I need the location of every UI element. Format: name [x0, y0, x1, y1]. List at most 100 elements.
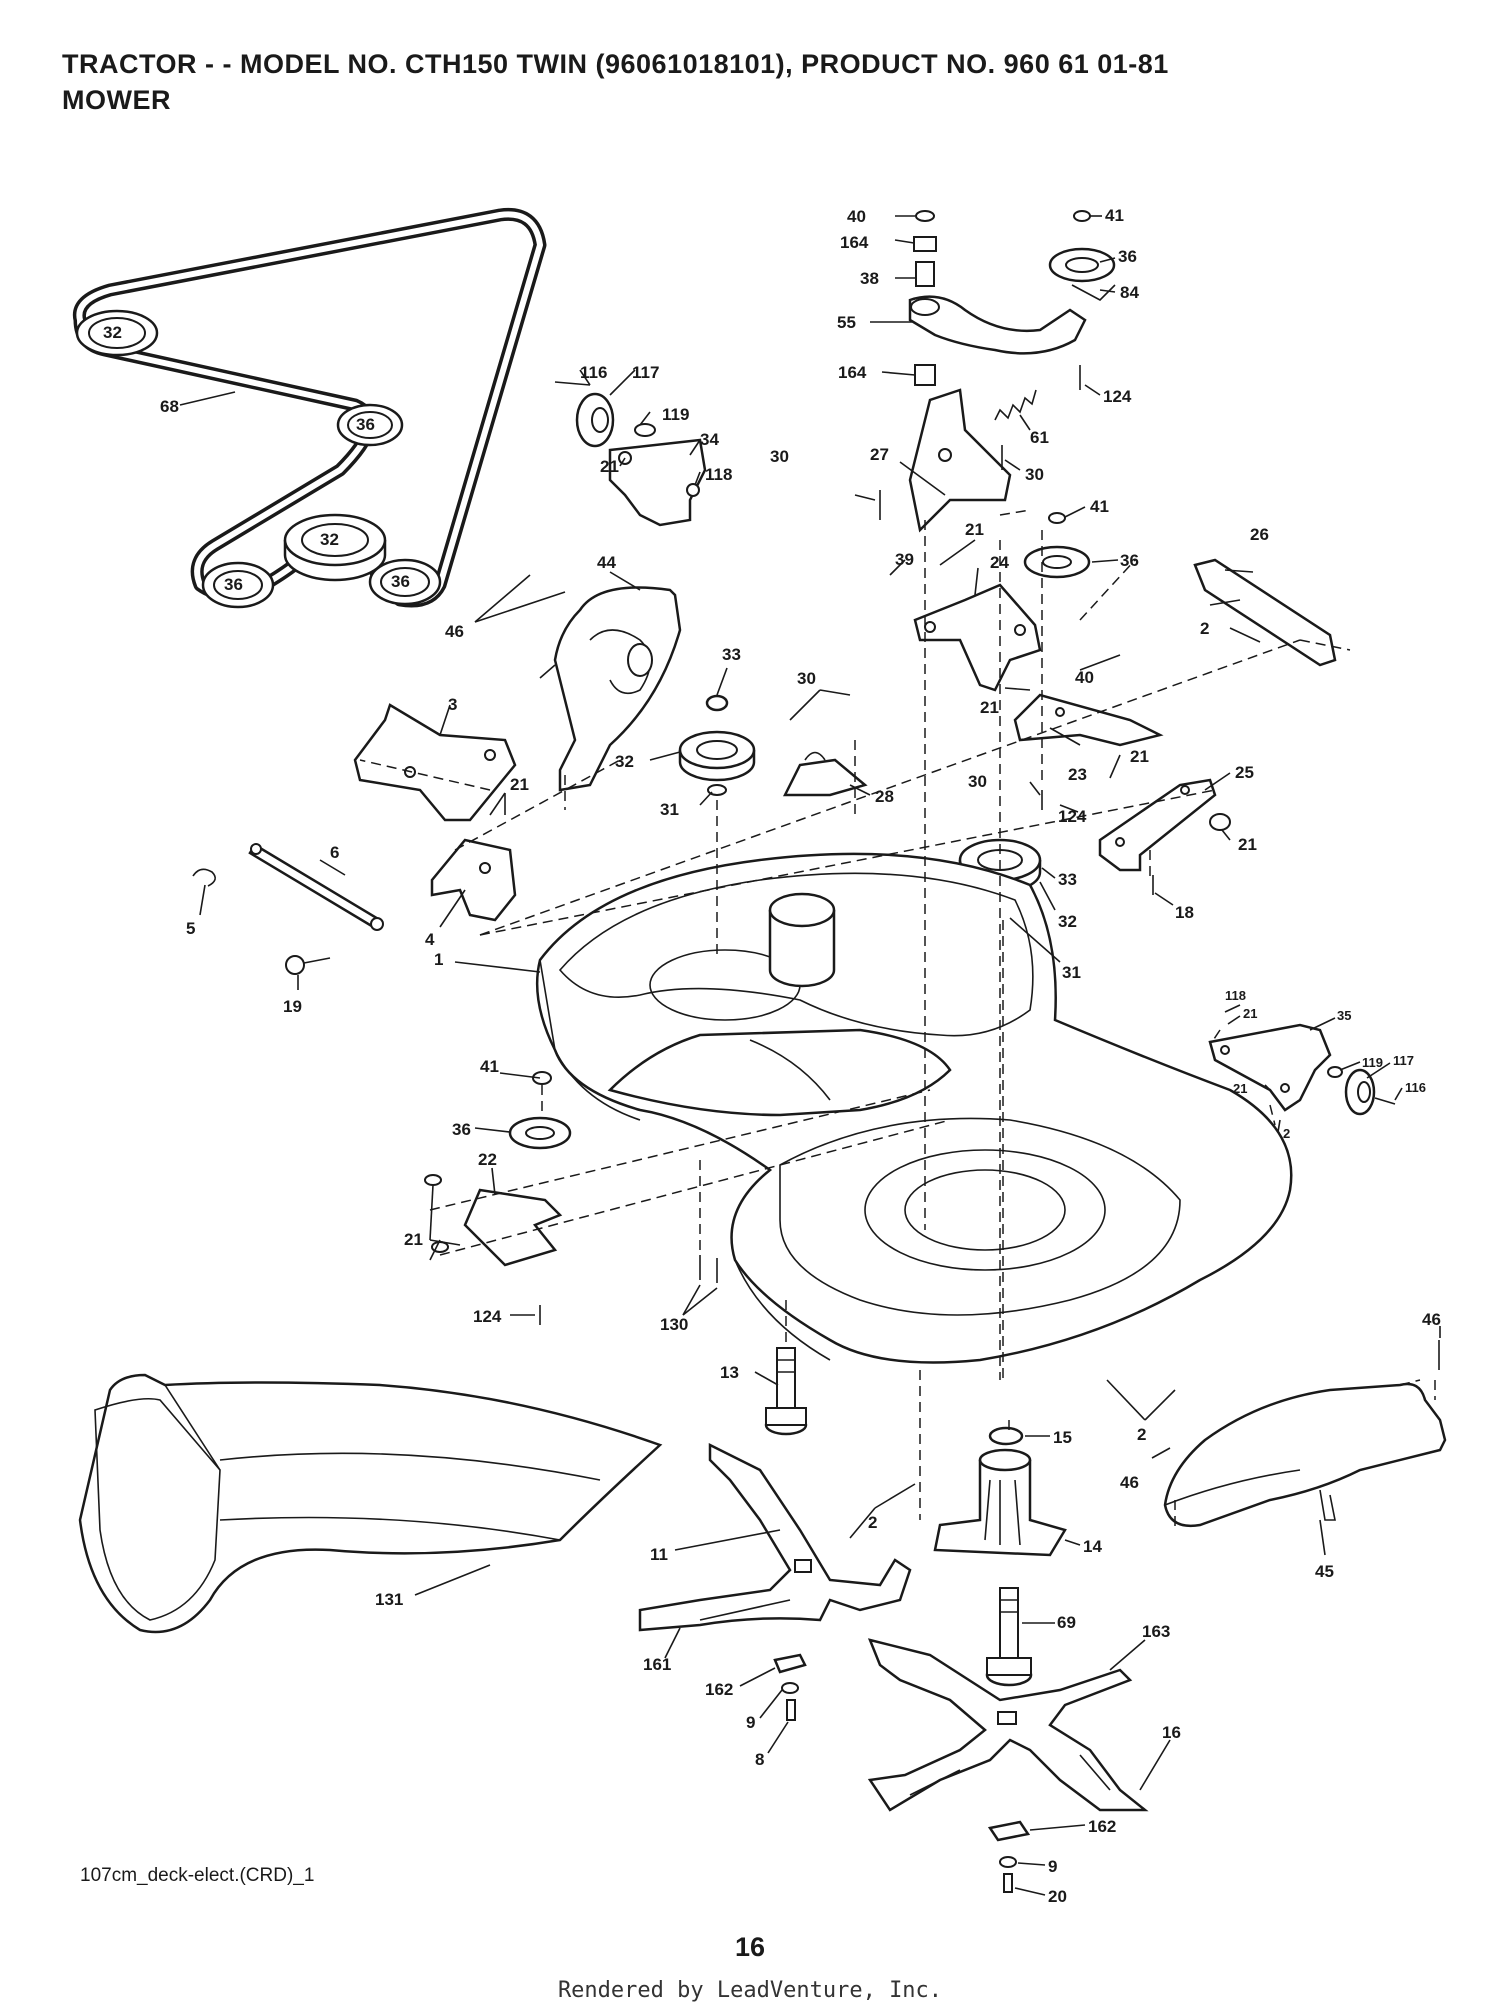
part-callouts: 32 36 32 36 36 68 116 117 119 34 21 118 … [103, 206, 1441, 1906]
part-label: 46 [1120, 1473, 1139, 1492]
part-label: 124 [1058, 807, 1087, 826]
bracket [782, 751, 868, 797]
idler-bracket [913, 583, 1042, 692]
part-label: 36 [391, 572, 410, 591]
part-label: 21 [1233, 1081, 1247, 1096]
support-bracket [1193, 558, 1337, 667]
part-label: 9 [1048, 1857, 1057, 1876]
part-label: 21 [600, 457, 619, 476]
part-label: 162 [705, 1680, 733, 1699]
part-label: 119 [662, 405, 689, 424]
part-label: 24 [990, 553, 1009, 572]
part-label: 163 [1142, 1622, 1170, 1641]
belt-guard [539, 586, 682, 792]
part-label: 45 [1315, 1562, 1334, 1581]
part-label: 2 [1200, 619, 1209, 638]
part-label: 46 [445, 622, 464, 641]
tension-spring [994, 389, 1037, 421]
part-label: 26 [1250, 525, 1269, 544]
bolt [285, 955, 331, 975]
part-label: 9 [746, 1713, 755, 1732]
idler-pulley [508, 1071, 572, 1150]
page-number: 16 [734, 1932, 766, 1962]
part-label: 44 [597, 553, 616, 572]
belt-pulley [283, 513, 387, 582]
part-label: 116 [580, 363, 607, 382]
part-label: 131 [375, 1590, 403, 1609]
part-label: 55 [837, 313, 856, 332]
part-label: 162 [1088, 1817, 1116, 1836]
part-label: 33 [1058, 870, 1077, 889]
drive-belt-assembly [72, 207, 547, 609]
part-label: 30 [968, 772, 987, 791]
spindle-shaft [764, 1347, 808, 1436]
leader-lines [179, 215, 1441, 1896]
idler-plate [1013, 693, 1164, 747]
part-label: 41 [1090, 497, 1109, 516]
part-label: 28 [875, 787, 894, 806]
idler-bracket-right [1208, 1023, 1396, 1116]
part-label: 130 [660, 1315, 688, 1334]
tension-bracket [1098, 778, 1231, 895]
part-label: 30 [797, 669, 816, 688]
part-label: 31 [660, 800, 679, 819]
idler-pivot-stack [913, 210, 937, 386]
part-label: 36 [224, 575, 243, 594]
idler-pulley [1023, 512, 1091, 579]
part-label: 2 [1283, 1126, 1290, 1141]
part-label: 124 [1103, 387, 1132, 406]
link-rod [192, 843, 384, 931]
spindle-shaft [985, 1587, 1033, 1687]
part-label: 68 [160, 397, 179, 416]
part-label: 21 [1238, 835, 1257, 854]
part-label: 21 [510, 775, 529, 794]
part-label: 21 [980, 698, 999, 717]
part-label: 11 [650, 1545, 668, 1564]
idler-bracket-left [554, 381, 707, 527]
part-label: 32 [320, 530, 339, 549]
bracket [424, 1174, 563, 1325]
part-label: 31 [1062, 963, 1081, 982]
belt-pulley [75, 309, 159, 357]
part-label: 46 [1422, 1310, 1441, 1329]
part-label: 4 [425, 930, 435, 949]
title-line-1: TRACTOR - - MODEL NO. CTH150 TWIN (96061… [62, 49, 1169, 79]
idler-pulley [1048, 210, 1116, 390]
part-label: 124 [473, 1307, 502, 1326]
idler-arm [908, 295, 1087, 355]
part-label: 117 [1393, 1053, 1414, 1068]
belt-pulley [201, 561, 275, 609]
part-label: 33 [722, 645, 741, 664]
mower-blade-left [638, 1442, 912, 1721]
pivot-bracket [879, 388, 1012, 533]
drawing-reference: 107cm_deck-elect.(CRD)_1 [80, 1865, 315, 1886]
discharge-chute [78, 1373, 663, 1634]
part-label: 21 [1130, 747, 1149, 766]
part-label: 35 [1337, 1008, 1351, 1023]
part-label: 3 [448, 695, 457, 714]
part-label: 119 [1362, 1055, 1383, 1070]
part-label: 18 [1175, 903, 1194, 922]
spindle-housing [933, 1426, 1067, 1557]
part-label: 23 [1068, 765, 1087, 784]
part-label: 32 [1058, 912, 1077, 931]
part-label: 118 [1225, 988, 1246, 1003]
part-label: 2 [868, 1513, 877, 1532]
part-label: 30 [1025, 465, 1044, 484]
deck-pulley [678, 694, 756, 796]
mower-deck-exploded-diagram: 32 36 32 36 36 68 116 117 119 34 21 118 … [72, 206, 1447, 1906]
part-label: 36 [1118, 247, 1137, 266]
part-label: 15 [1053, 1428, 1072, 1447]
part-label: 164 [838, 363, 867, 382]
part-label: 41 [1105, 206, 1124, 225]
part-label: 5 [186, 919, 195, 938]
part-label: 14 [1083, 1537, 1102, 1556]
part-label: 164 [840, 233, 869, 252]
part-label: 34 [700, 430, 719, 449]
alignment-lines [359, 509, 1436, 1530]
mower-blade-right [867, 1638, 1149, 1893]
mulch-cover [1163, 1340, 1447, 1528]
part-label: 16 [1162, 1723, 1181, 1742]
part-label: 161 [643, 1655, 671, 1674]
part-label: 117 [632, 363, 659, 382]
